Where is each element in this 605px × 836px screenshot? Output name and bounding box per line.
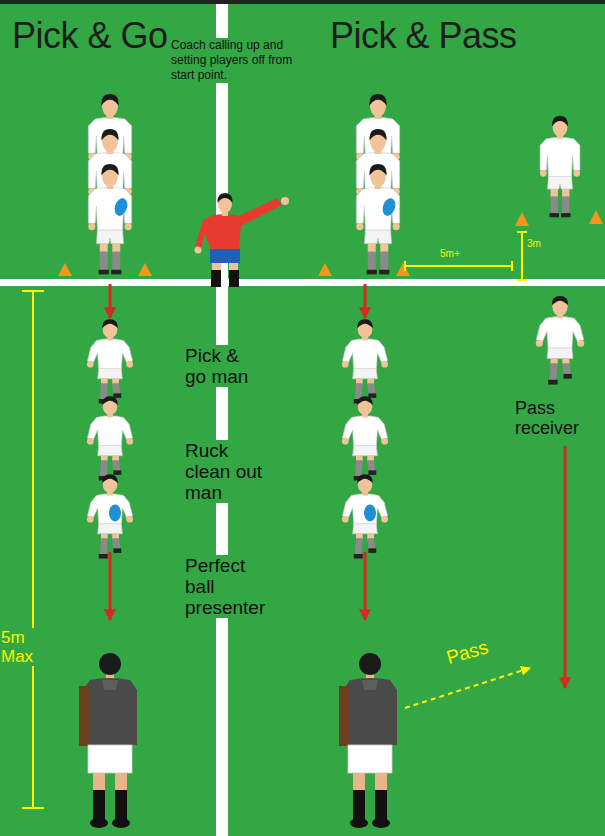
player-role: Ruck clean out man	[185, 440, 275, 503]
dimension-label: 5m Max	[1, 628, 41, 666]
drill-panel: Pick & Go	[0, 4, 216, 836]
panel-heading: Pick & Pass	[330, 16, 517, 56]
player-role: Perfect ball presenter	[185, 555, 277, 618]
panel-heading: Pick & Go	[12, 16, 168, 56]
dimension-label: 5m+	[440, 248, 470, 260]
player-role: Pick & go man	[185, 345, 257, 387]
player-role: Pass receiver	[515, 398, 597, 438]
coach-note: Coach calling up and setting players off…	[171, 38, 309, 83]
dimension-label: 3m	[527, 238, 547, 250]
